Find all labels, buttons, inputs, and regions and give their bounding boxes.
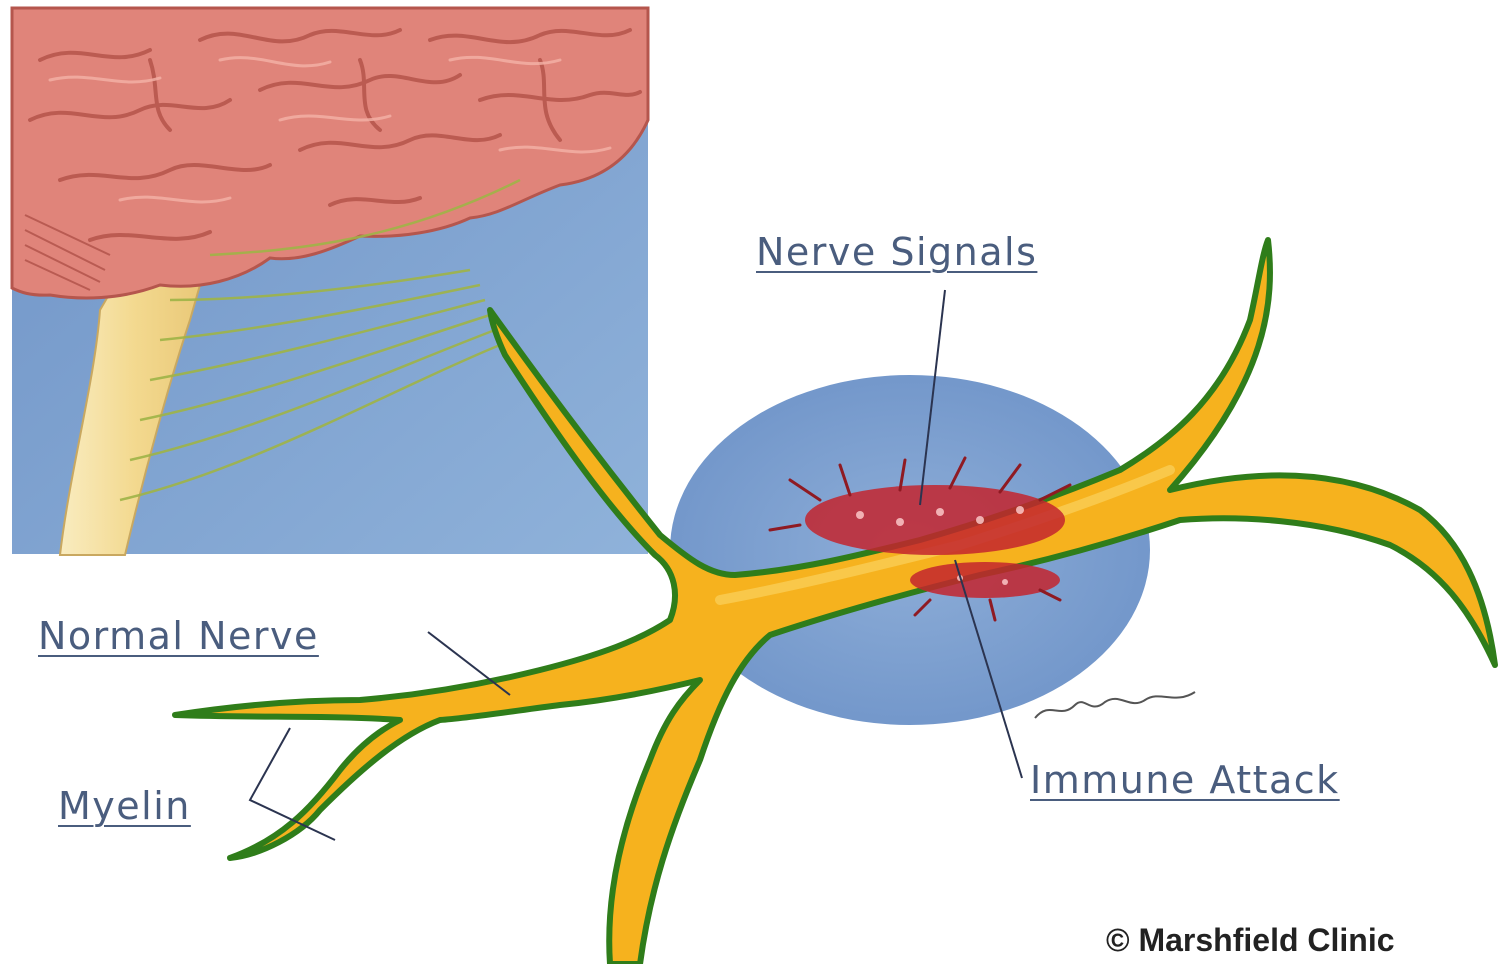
- label-normal-nerve: Normal Nerve: [38, 614, 319, 658]
- label-immune-attack: Immune Attack: [1030, 758, 1340, 802]
- artist-signature: [1030, 680, 1200, 730]
- label-myelin: Myelin: [58, 784, 191, 828]
- copyright-credit: © Marshfield Clinic: [1106, 922, 1395, 958]
- label-nerve-signals: Nerve Signals: [756, 230, 1037, 274]
